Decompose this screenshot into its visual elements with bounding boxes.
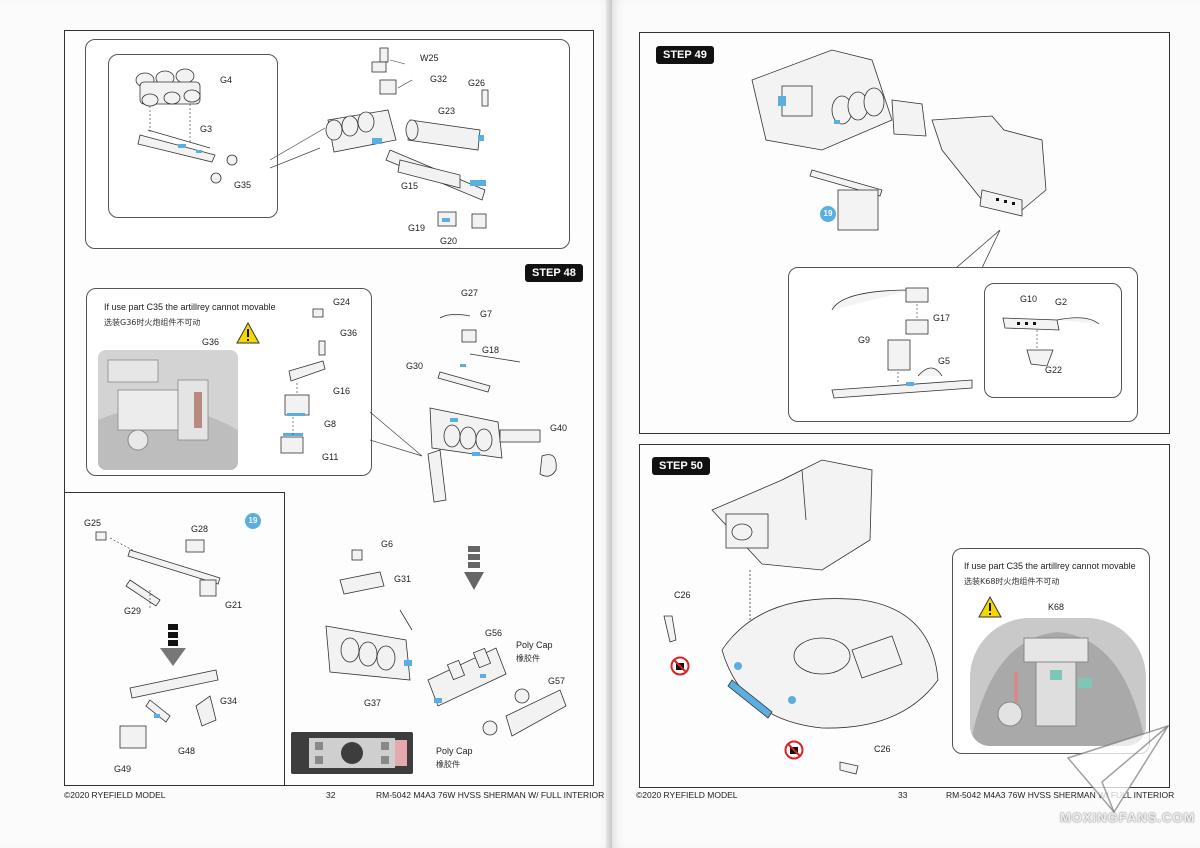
part-label-g16: G16 [333,386,351,396]
breech-assembly-drawing [325,47,489,229]
part-label-g34: G34 [220,696,238,706]
turret-assembly-drawing [751,49,1047,231]
part-label-g56: G56 [485,628,503,638]
mantlet-reference-photo [291,732,413,774]
part-label-g5: G5 [938,356,951,366]
poly-cap-cn-1: 橡胶件 [516,654,540,663]
part-label-g32: G32 [430,74,448,84]
turret-basket-drawing [711,459,939,729]
footer-product-left: RM-5042 M4A3 76W HVSS SHERMAN W/ FULL IN… [376,790,605,800]
gun-breech-lower-drawing [325,549,567,737]
optional-note-cn: 选装G36时火炮组件不可动 [104,318,201,327]
g4-g3-drawing [135,68,238,184]
optional-note-en: If use part C35 the artillrey cannot mov… [104,302,276,312]
no-glue-icon-2 [784,740,804,760]
part-label-g49: G49 [114,764,132,774]
part-label-g22: G22 [1045,365,1063,375]
part-label-g9: G9 [858,335,871,345]
no-glue-icon [670,656,690,676]
part-label-g57: G57 [548,676,566,686]
k68-reference-photo [970,618,1146,746]
step-50-badge: STEP 50 [652,457,710,475]
part-label-g4: G4 [220,75,233,85]
callout-line [270,127,326,169]
step-49-badge: STEP 49 [656,46,714,64]
sub-assembly-19-ref-badge: 19 [820,206,836,222]
footer-copyright-left: ©2020 RYEFIELD MODEL [64,790,166,800]
g8-g11-drawing [280,308,326,454]
c26-pin-drawing [663,615,677,643]
footer-page-number-left: 32 [326,790,336,800]
part-label-g29: G29 [124,606,142,616]
part-label-g30: G30 [406,361,424,371]
part-label-g37: G37 [364,698,382,708]
part-label-g31: G31 [394,574,412,584]
part-label-c26-2: C26 [874,744,891,754]
part-label-g20: G20 [440,236,458,246]
footer-copyright-right: ©2020 RYEFIELD MODEL [636,790,738,800]
poly-cap-cn-2: 橡胶件 [436,760,460,769]
part-label-g10: G10 [1020,294,1038,304]
g36-reference-photo [98,350,238,470]
page-32: W25 G4 G32 G26 G3 G23 G35 G15 G19 G20 ST… [64,30,605,800]
part-label-c26-1: C26 [674,590,691,600]
sub-assembly-19-frame [64,492,285,786]
part-label-g35: G35 [234,180,252,190]
part-label-g3: G3 [200,124,213,134]
paper-plane-watermark-icon [1066,724,1170,814]
footer-page-number-right: 33 [898,790,908,800]
part-label-g11: G11 [322,452,339,462]
machine-gun-drawing [95,531,221,749]
step-49-g10-inset [984,283,1122,398]
part-label-g8: G8 [324,419,337,429]
optional-note-en-50: If use part C35 the artillrey cannot mov… [964,561,1136,571]
part-label-g28: G28 [191,524,209,534]
warning-icon-50 [978,596,1002,618]
poly-cap-label-2: Poly Cap [436,746,473,756]
photo-label-g36: G36 [202,337,220,347]
sub-assembly-19-badge: 19 [245,513,261,529]
step-48-badge: STEP 48 [525,264,583,282]
part-label-g27: G27 [461,288,479,298]
c26-pin-drawing-2 [839,761,859,775]
poly-cap-label-1: Poly Cap [516,640,553,650]
g10-g22-drawing [1002,317,1100,367]
part-label-g40: G40 [550,423,568,433]
gun-mount-drawing [427,314,557,503]
part-label-g25: G25 [84,518,102,528]
part-label-g26: G26 [468,78,486,88]
part-label-g23: G23 [438,106,456,116]
part-label-g18: G18 [482,345,500,355]
part-label-g36-note: G36 [340,328,358,338]
part-label-g48: G48 [178,746,196,756]
part-label-g6: G6 [381,539,394,549]
warning-icon [236,322,260,344]
optional-note-cn-50: 选装K68时火炮组件不可动 [964,577,1060,586]
watermark-text: MOXINGFANS.COM [1060,810,1196,825]
part-label-g17: G17 [933,313,951,323]
part-label-g7: G7 [480,309,493,319]
part-label-w25: W25 [420,53,439,63]
part-label-g21: G21 [225,600,243,610]
footer-product-right: RM-5042 M4A3 76W HVSS SHERMAN W/ FULL IN… [946,790,1175,800]
photo-label-k68: K68 [1048,602,1065,612]
part-label-g15: G15 [401,181,419,191]
part-label-g24: G24 [333,297,351,307]
part-label-g2: G2 [1055,297,1068,307]
arrow-down-icon [464,546,484,590]
page-33: STEP 49 19 [612,0,1200,848]
note-callout-pointer [370,411,423,457]
g9-g17-g5-drawing [831,287,973,399]
part-label-g19: G19 [408,223,426,233]
